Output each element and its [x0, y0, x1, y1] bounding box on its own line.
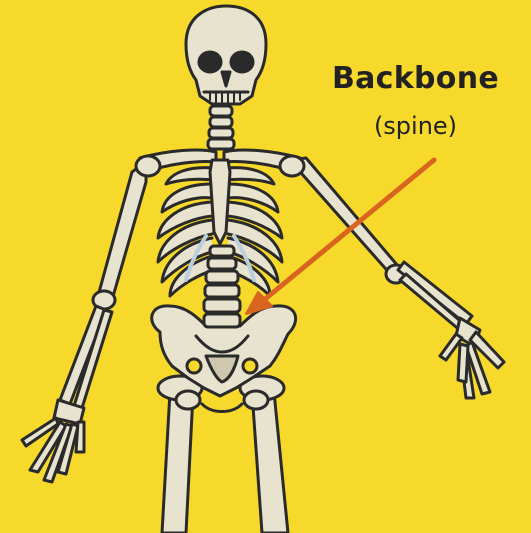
left-arm — [60, 162, 146, 408]
skull — [186, 6, 266, 104]
right-arm — [290, 158, 472, 332]
left-hand — [22, 400, 84, 482]
backbone-label: Backbone — [300, 64, 531, 94]
spine-label: (spine) — [300, 114, 531, 138]
sternum — [210, 160, 230, 244]
right-hand — [440, 318, 504, 398]
